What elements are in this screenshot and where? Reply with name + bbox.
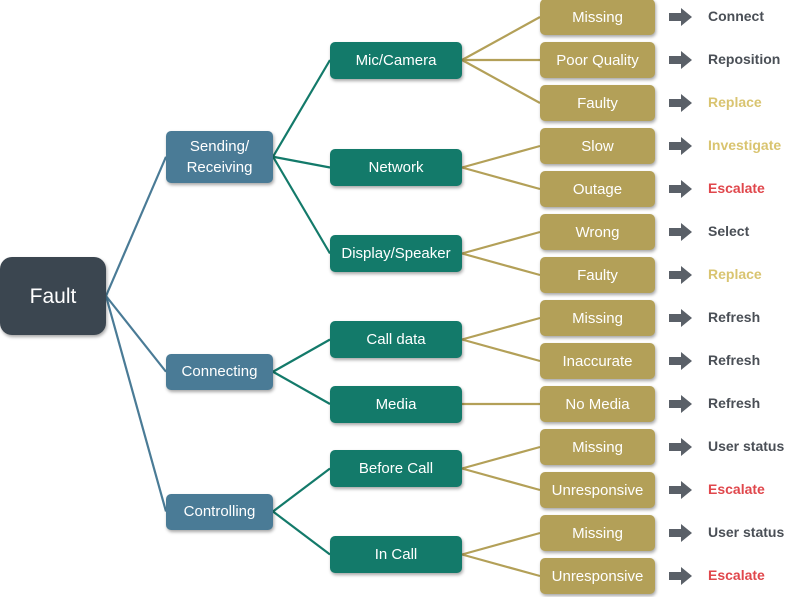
subcategory-node-call-data: Call data: [330, 321, 462, 358]
connector-line: [104, 156, 168, 297]
action-escalate: Escalate: [708, 567, 765, 583]
arrow-right-icon: [669, 352, 692, 370]
arrow-right-icon: [669, 51, 692, 69]
arrow-right-icon: [669, 395, 692, 413]
subcategory-node-display-speaker: Display/Speaker: [330, 235, 462, 272]
connector-line: [272, 156, 331, 255]
arrow-right-icon: [669, 481, 692, 499]
fault-node-unresponsive: Unresponsive: [540, 472, 655, 508]
action-select: Select: [708, 223, 750, 239]
connector-line: [461, 338, 541, 363]
fault-node-missing: Missing: [540, 0, 655, 35]
connector-line: [461, 230, 541, 255]
arrow-right-icon: [669, 524, 692, 542]
connector-line: [105, 295, 167, 373]
connector-line: [272, 338, 331, 373]
arrow-right-icon: [669, 94, 692, 112]
connector-line: [272, 59, 331, 158]
arrow-right-icon: [669, 266, 692, 284]
subcategory-node-network: Network: [330, 149, 462, 186]
subcategory-node-before-call: Before Call: [330, 450, 462, 487]
connector-line: [461, 445, 541, 470]
connector-line: [461, 316, 541, 341]
connector-line: [461, 553, 541, 578]
connector-line: [461, 252, 541, 277]
connector-line: [104, 295, 168, 512]
fault-node-outage: Outage: [540, 171, 655, 207]
connector-line: [272, 510, 331, 556]
arrow-right-icon: [669, 180, 692, 198]
action-escalate: Escalate: [708, 481, 765, 497]
fault-node-missing: Missing: [540, 300, 655, 336]
subcategory-node-in-call: In Call: [330, 536, 462, 573]
connector-line: [272, 155, 331, 169]
arrow-right-icon: [669, 137, 692, 155]
fault-node-inaccurate: Inaccurate: [540, 343, 655, 379]
connector-line: [461, 16, 541, 61]
subcategory-node-media: Media: [330, 385, 462, 423]
arrow-right-icon: [669, 309, 692, 327]
fault-node-faulty: Faulty: [540, 85, 655, 121]
connector-line: [461, 144, 541, 169]
category-node-controlling: Controlling: [166, 493, 273, 530]
connector-line: [461, 467, 541, 492]
connector-line: [461, 59, 541, 104]
action-reposition: Reposition: [708, 51, 781, 67]
fault-node-missing: Missing: [540, 515, 655, 551]
category-node-sending-receiving: Sending/Receiving: [166, 130, 273, 183]
connector-line: [461, 531, 541, 556]
action-investigate: Investigate: [708, 137, 782, 153]
action-replace: Replace: [708, 266, 762, 282]
fault-node-unresponsive: Unresponsive: [540, 558, 655, 594]
connector-line: [461, 166, 541, 191]
arrow-right-icon: [669, 567, 692, 585]
action-escalate: Escalate: [708, 180, 765, 196]
root-node-fault: Fault: [0, 257, 106, 335]
action-connect: Connect: [708, 8, 764, 24]
action-refresh: Refresh: [708, 395, 761, 411]
fault-node-poor-quality: Poor Quality: [540, 42, 655, 78]
fault-node-no-media: No Media: [540, 386, 655, 422]
action-user-status: User status: [708, 438, 785, 454]
category-node-connecting: Connecting: [166, 353, 273, 390]
fault-node-slow: Slow: [540, 128, 655, 164]
arrow-right-icon: [669, 438, 692, 456]
subcategory-node-mic-camera: Mic/Camera: [330, 41, 462, 79]
action-refresh: Refresh: [708, 309, 761, 325]
action-user-status: User status: [708, 524, 785, 540]
connector-line: [272, 467, 331, 513]
fault-node-missing: Missing: [540, 429, 655, 465]
arrow-right-icon: [669, 8, 692, 26]
action-refresh: Refresh: [708, 352, 761, 368]
connector-line: [272, 370, 331, 405]
arrow-right-icon: [669, 223, 692, 241]
fault-node-wrong: Wrong: [540, 214, 655, 250]
fault-node-faulty: Faulty: [540, 257, 655, 293]
action-replace: Replace: [708, 94, 762, 110]
